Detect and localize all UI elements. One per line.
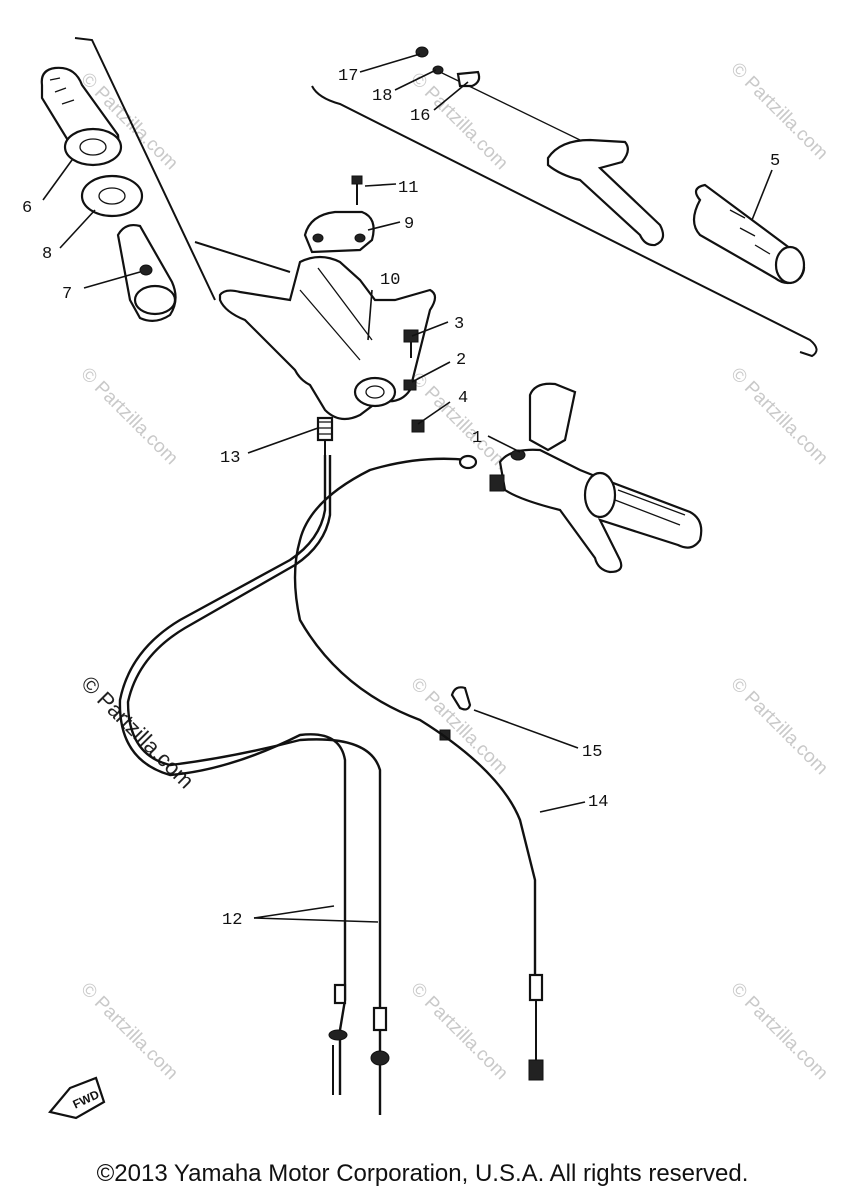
adjuster-part-13 [316,416,334,455]
clip-part-15 [439,686,472,741]
label-14: 14 [588,793,608,812]
label-12: 12 [222,911,242,930]
clutch-cable-part-14 [293,454,544,1081]
label-13: 13 [220,449,240,468]
handlebar-right-outline [311,85,818,358]
throttle-cables-part-12 [118,455,390,1115]
label-17: 17 [338,67,358,86]
clutch-lever-part-1 [489,382,703,574]
watermark-9: © Partzilla.com [726,674,831,779]
left-grip-part-6 [40,66,123,167]
label-1: 1 [472,429,482,448]
label-18: 18 [372,87,392,106]
label-16: 16 [410,107,430,126]
throttle-housing-part-10 [218,255,437,421]
label-3: 3 [454,315,464,334]
label-2: 2 [456,351,466,370]
throttle-sleeve-part-7 [116,223,177,322]
label-11: 11 [398,179,418,198]
bolt-part-17 [415,46,429,58]
nut-part-2 [403,379,417,391]
label-5: 5 [770,152,780,171]
throttle-cap-part-9 [303,210,375,254]
watermark-6: © Partzilla.com [726,364,831,469]
fwd-arrow: FWD [48,1076,106,1120]
label-4: 4 [458,389,468,408]
label-9: 9 [404,215,414,234]
screw-part-11 [351,175,363,205]
watermark-12: © Partzilla.com [726,979,831,1084]
pivot-collar [456,70,481,88]
label-15: 15 [582,743,602,762]
washer-part-8 [80,174,144,218]
label-7: 7 [62,285,72,304]
watermark-11: © Partzilla.com [406,979,511,1084]
callout-labels: 6 8 7 11 9 10 3 2 4 13 1 5 17 18 16 15 1… [22,67,780,930]
label-8: 8 [42,245,52,264]
bolt-part-3 [403,329,419,358]
label-6: 6 [22,199,32,218]
watermark-3: © Partzilla.com [726,59,831,164]
nut-part-4 [411,419,425,433]
right-grip-part-5 [692,183,806,285]
copyright-notice: ©2013 Yamaha Motor Corporation, U.S.A. A… [96,1160,749,1187]
handlebar-left-outline [74,37,291,301]
leader-lines [42,53,773,923]
lever-part-16 [546,138,665,247]
watermark-10: © Partzilla.com [76,979,181,1084]
label-10: 10 [380,271,400,290]
watermark-4: © Partzilla.com [76,364,181,469]
